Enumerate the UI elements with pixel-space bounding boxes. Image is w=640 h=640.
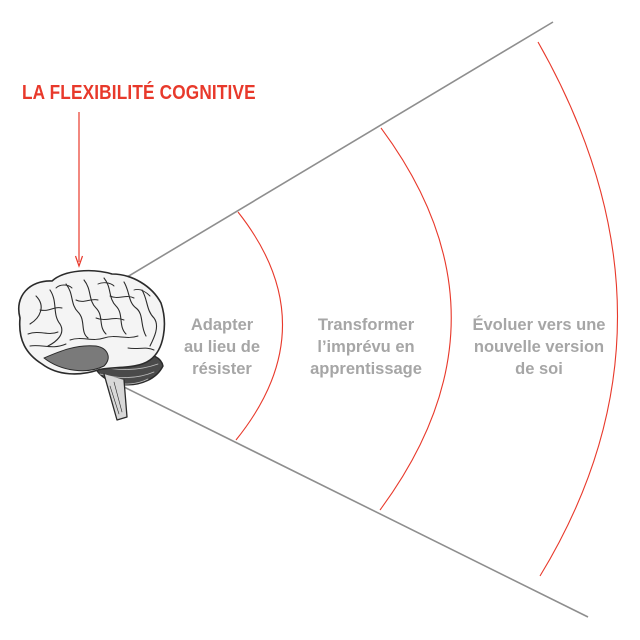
- zone-3-line-2: nouvelle version: [473, 338, 605, 356]
- zone-1-line-3: résister: [192, 360, 252, 378]
- zone-2-line-1: Transformer: [317, 316, 415, 334]
- zone-3-line-3: de soi: [515, 360, 563, 378]
- zone-1-text: Adapter au lieu de résister: [176, 314, 268, 380]
- zone-1-line-2: au lieu de: [183, 338, 261, 356]
- arc-2: [379, 127, 452, 511]
- arrow-down-icon: [74, 112, 84, 268]
- page-title: LA FLEXIBILITÉ COGNITIVE: [22, 82, 256, 104]
- zone-1-line-1: Adapter: [190, 316, 254, 334]
- cone-lower-ray: [121, 385, 589, 618]
- brain-illustration-icon: [17, 269, 166, 421]
- zone-3-line-1: Évoluer vers une: [472, 316, 606, 334]
- zone-2-line-2: l’imprévu en: [317, 338, 415, 356]
- arc-3: [537, 41, 618, 577]
- zone-2-text: Transformer l’imprévu en apprentissage: [296, 314, 436, 380]
- zone-2-line-3: apprentissage: [310, 360, 422, 378]
- zone-3-text: Évoluer vers une nouvelle version de soi: [464, 314, 614, 380]
- cone-upper-ray: [121, 21, 554, 281]
- arc-1: [235, 211, 283, 441]
